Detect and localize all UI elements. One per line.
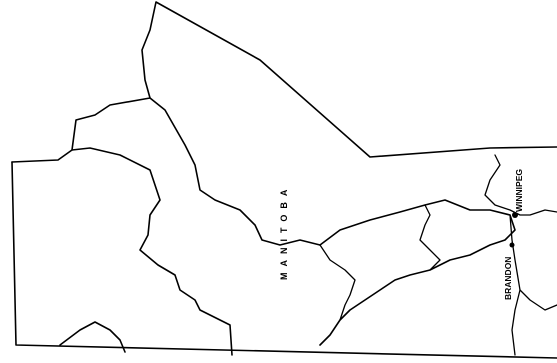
north-interior-boundary bbox=[149, 97, 321, 246]
brandon-marker bbox=[509, 242, 515, 248]
small-lake bbox=[59, 321, 126, 353]
lake-outline bbox=[319, 199, 516, 346]
inner-region-boundary bbox=[71, 147, 233, 356]
southern-boundary bbox=[11, 161, 557, 359]
river-east bbox=[419, 204, 441, 271]
city-label-winnipeg: WINNIPEG bbox=[514, 169, 524, 212]
river-west bbox=[319, 244, 356, 321]
river-winnipeg bbox=[484, 154, 557, 216]
winnipeg-marker bbox=[512, 212, 518, 218]
river-southeast bbox=[519, 289, 557, 311]
province-label: MANITOBA bbox=[279, 184, 289, 280]
city-label-brandon: BRANDON bbox=[503, 257, 513, 300]
province-boundary bbox=[11, 1, 557, 163]
